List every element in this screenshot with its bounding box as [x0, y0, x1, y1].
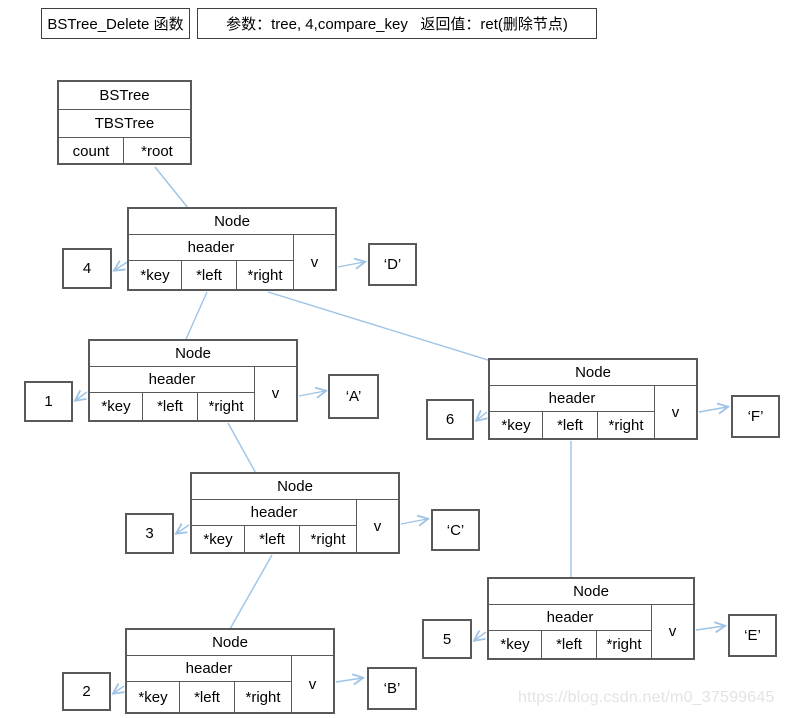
arrow-node-f-to-value-f: [698, 407, 727, 412]
arrow-node-e-to-key-5: [475, 632, 487, 640]
node-value-cell: v: [668, 623, 677, 640]
key-box-2: 2: [62, 672, 111, 711]
node-key-cell: *key: [90, 393, 143, 420]
key-box-5: 5: [422, 619, 472, 659]
value-box-e: ‘E’: [728, 614, 777, 657]
node-left-cell: *left: [542, 631, 597, 658]
bstree-name-cell: BSTree: [59, 82, 190, 110]
arrow-node-b-to-key-2: [114, 686, 124, 693]
node-key-cell: *key: [129, 261, 182, 289]
value-box-a: ‘A’: [328, 374, 379, 419]
node-header-cell: header: [489, 605, 651, 631]
arrow-node-a-to-key-1: [76, 392, 88, 400]
node-key-cell: *key: [490, 412, 543, 438]
node-header-cell: header: [490, 386, 654, 412]
node-table-c: Node header *key *left *right v: [190, 472, 400, 554]
value-box-f: ‘F’: [731, 395, 780, 438]
node-left-cell: *left: [143, 393, 198, 420]
arrow-node-d-to-value-d: [337, 262, 364, 267]
node-title: Node: [129, 209, 335, 235]
node-title: Node: [90, 341, 296, 367]
node-value-cell: v: [271, 385, 280, 402]
key-box-4: 4: [62, 248, 112, 289]
node-left-cell: *left: [543, 412, 598, 438]
function-title-text: BSTree_Delete 函数: [47, 16, 184, 33]
node-right-cell: *right: [606, 636, 642, 653]
node-value-cell: v: [308, 675, 317, 693]
node-right-cell: *right: [608, 416, 644, 434]
node-right-cell: *right: [245, 688, 281, 706]
key-box-6: 6: [426, 399, 474, 440]
node-left-cell: *left: [182, 261, 237, 289]
params-text: 参数：tree, 4,compare_key 返回值：ret(删除节点): [226, 16, 568, 33]
node-left-cell: *left: [180, 682, 235, 712]
value-box-b: ‘B’: [367, 667, 417, 710]
value-box-d: ‘D’: [368, 243, 417, 286]
function-title-box: BSTree_Delete 函数: [41, 8, 190, 39]
key-box-1: 1: [24, 381, 73, 422]
bstree-root-cell: *root: [141, 143, 173, 160]
node-key-cell: *key: [192, 526, 245, 552]
node-header-cell: header: [127, 656, 291, 682]
node-title: Node: [489, 579, 693, 605]
value-box-c: ‘C’: [431, 509, 480, 551]
node-key-cell: *key: [127, 682, 180, 712]
node-table-b: Node header *key *left *right v: [125, 628, 335, 714]
arrow-node-b-to-value-b: [335, 678, 362, 682]
node-title: Node: [192, 474, 398, 500]
bstree-count-cell: count: [59, 138, 124, 165]
params-box: 参数：tree, 4,compare_key 返回值：ret(删除节点): [197, 8, 597, 39]
node-key-cell: *key: [489, 631, 542, 658]
node-header-cell: header: [90, 367, 254, 393]
arrow-node-e-to-value-e: [695, 626, 724, 630]
arrow-node-c-to-value-c: [400, 519, 427, 524]
arrow-node-a-to-value-a: [298, 391, 325, 396]
node-table-e: Node header *key *left *right v: [487, 577, 695, 660]
node-table-f: Node header *key *left *right v: [488, 358, 698, 440]
node-value-cell: v: [373, 517, 382, 535]
node-table-a: Node header *key *left *right v: [88, 339, 298, 422]
arrow-node-c-to-key-3: [177, 525, 190, 533]
node-value-cell: v: [310, 253, 319, 271]
bstree-struct-table: BSTree TBSTree count *root: [57, 80, 192, 165]
key-box-3: 3: [125, 513, 174, 554]
node-right-cell: *right: [247, 266, 283, 284]
node-header-cell: header: [129, 235, 293, 261]
node-right-cell: *right: [208, 398, 244, 415]
watermark-text: https://blog.csdn.net/m0_37599645: [518, 689, 775, 706]
node-title: Node: [490, 360, 696, 386]
node-header-cell: header: [192, 500, 356, 526]
node-table-d: Node header *key *left *right v: [127, 207, 337, 291]
node-right-cell: *right: [310, 530, 346, 548]
bstree-type-cell: TBSTree: [59, 110, 190, 138]
arrow-node-f-to-key-6: [477, 412, 487, 420]
node-left-cell: *left: [245, 526, 300, 552]
node-title: Node: [127, 630, 333, 656]
node-value-cell: v: [671, 403, 680, 421]
